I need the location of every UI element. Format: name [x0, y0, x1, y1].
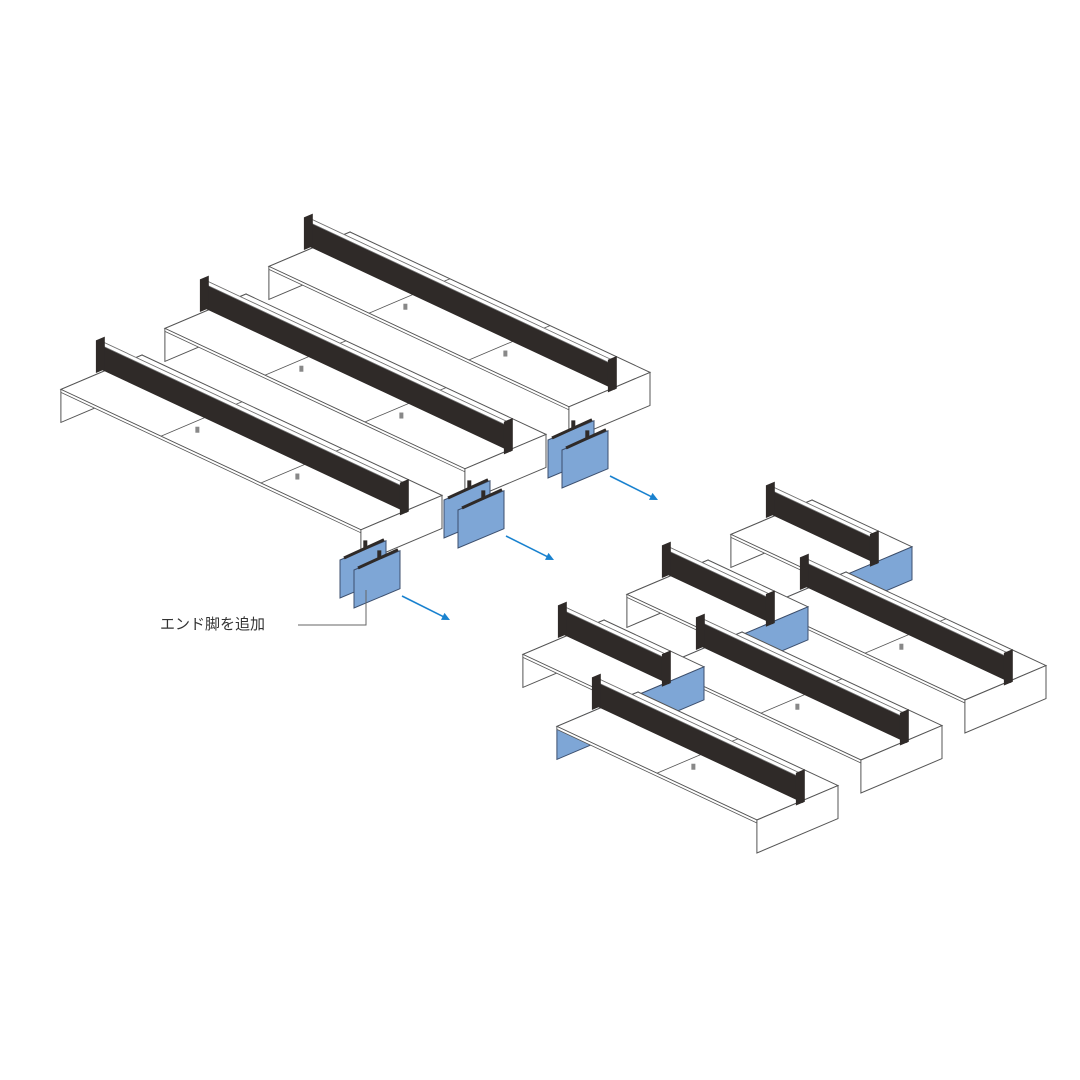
- end-leg-pair-3-clip-2: [377, 550, 382, 559]
- desk-row-before-1: [267, 213, 652, 441]
- desk-long-1-right-leg: [964, 664, 1047, 734]
- end-leg-pair-2-rail-1: [447, 478, 489, 500]
- desk-row-before-1-cable-clip: [503, 350, 508, 357]
- desk-row-before-3-cable-clip: [295, 473, 300, 480]
- end-leg-pair-1: [547, 418, 609, 489]
- arrow-3-shaft: [401, 595, 447, 619]
- end-leg-pair-2-rail-2: [461, 488, 503, 510]
- end-leg-pair-2-clip-2: [481, 490, 486, 499]
- end-leg-pair-1-rail-1: [551, 418, 593, 440]
- end-leg-pair-3-rail-1: [343, 538, 385, 560]
- callout-leader-line: [298, 590, 367, 626]
- desk-row-before-1-screen-cap: [303, 213, 313, 251]
- desk-long-3: [555, 673, 840, 854]
- arrow-1-head: [649, 492, 658, 500]
- desk-small-3-screen-cap: [557, 601, 567, 639]
- desk-long-3-screen-cap: [795, 769, 805, 806]
- desk-row-before-3-cable-clip: [195, 426, 200, 433]
- desk-long-2-screen-cap: [695, 613, 705, 651]
- desk-small-2-screen-cap: [765, 590, 775, 627]
- desk-row-before-2-screen-cap: [503, 417, 513, 455]
- desk-long-3-right-leg: [756, 784, 839, 854]
- desk-long-1-screen-cap: [1003, 649, 1013, 686]
- desk-row-before-3-screen-cap: [95, 336, 105, 374]
- desk-small-3-screen-cap: [661, 650, 671, 687]
- desk-long-2: [659, 613, 944, 794]
- desk-long-2-right-leg: [860, 724, 943, 794]
- end-leg-pair-2: [443, 478, 505, 549]
- end-leg-pair-1-rail-2: [565, 428, 607, 450]
- desk-long-1-screen-cap: [799, 553, 809, 591]
- desk-row-before-1-screen-cap: [607, 355, 617, 393]
- desk-long-1: [763, 553, 1048, 734]
- arrow-1-shaft: [609, 475, 655, 499]
- end-leg-pair-1-clip-2: [585, 430, 590, 439]
- arrow-2-shaft: [505, 535, 551, 559]
- end-leg-pair-3-clip-1: [363, 540, 368, 549]
- arrow-3-head: [441, 612, 450, 620]
- arrow-2: [505, 535, 554, 560]
- desk-long-1-cable-clip: [899, 643, 904, 650]
- desk-long-3-cable-clip: [691, 763, 696, 770]
- desk-row-before-2: [163, 275, 548, 503]
- arrow-2-head: [545, 552, 554, 560]
- desk-long-2-cable-clip: [795, 703, 800, 710]
- arrow-1: [609, 475, 658, 500]
- desk-row-before-2-screen-cap: [199, 275, 209, 313]
- desk-small-1-screen-cap: [869, 530, 879, 567]
- desk-row-before-2-cable-clip: [399, 412, 404, 419]
- desk-small-1: [729, 481, 914, 615]
- desk-long-2-screen-cap: [899, 709, 909, 746]
- arrow-3: [401, 595, 450, 620]
- end-leg-pair-1-clip-1: [571, 420, 576, 429]
- end-leg-callout-label: エンド脚を追加: [160, 615, 266, 633]
- desk-long-3-screen-cap: [591, 673, 601, 711]
- desk-row-before-2-cable-clip: [299, 365, 304, 372]
- desk-row-before-1-cable-clip: [403, 303, 408, 310]
- desk-small-2-screen-cap: [661, 541, 671, 579]
- desk-row-before-3-screen-cap: [399, 478, 409, 516]
- end-leg-pair-2-clip-1: [467, 480, 472, 489]
- desk-small-1-screen-cap: [765, 481, 775, 519]
- end-leg-pair-3-rail-2: [357, 548, 399, 570]
